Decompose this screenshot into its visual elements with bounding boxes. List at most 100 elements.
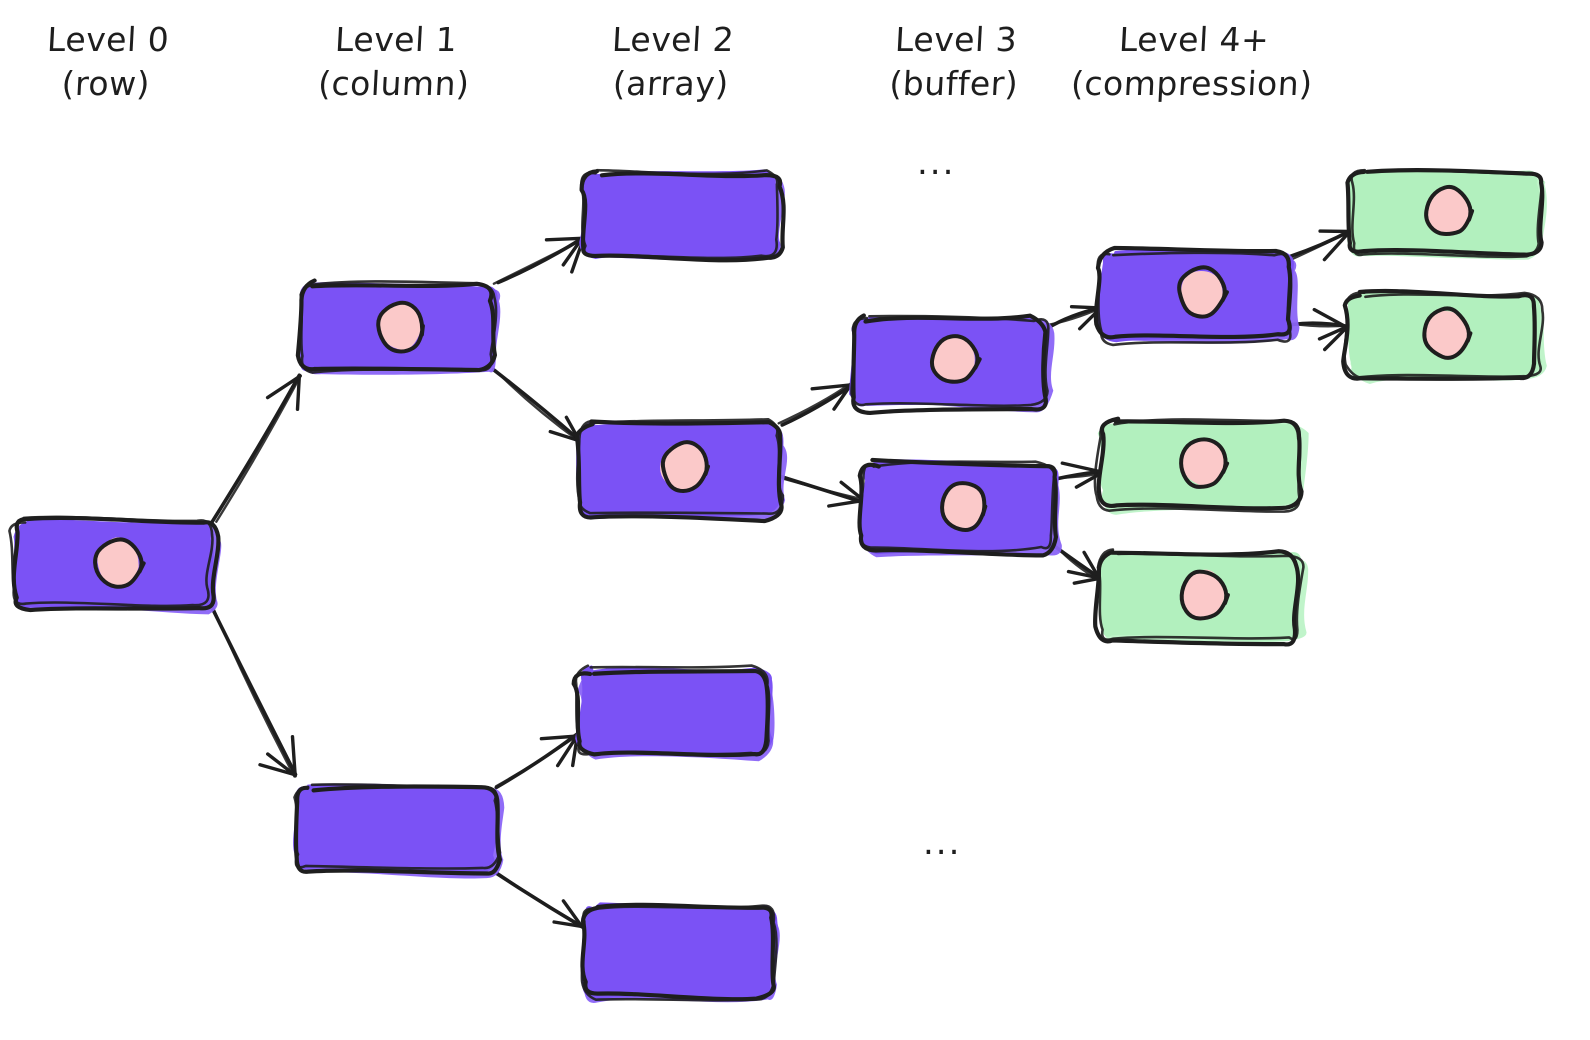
edge-arrowhead <box>265 374 302 400</box>
edge-line <box>781 477 865 501</box>
edge-arrowhead <box>561 899 584 928</box>
node-dot-outline <box>1422 306 1473 360</box>
edge-arrowhead <box>1323 325 1349 352</box>
node-outline <box>11 515 221 613</box>
node-dot-outline <box>93 537 146 589</box>
edge-e-l0-l1-bottom <box>210 603 298 778</box>
node-n-l1-top[interactable] <box>295 278 501 375</box>
edge-e-l4a-l4c <box>1290 307 1351 352</box>
edge-arrowhead <box>1312 307 1349 330</box>
node-outline <box>580 904 778 1002</box>
node-n-l1-bottom[interactable] <box>293 783 505 879</box>
node-dot-fill <box>1426 187 1473 237</box>
node-outline <box>850 314 1050 408</box>
node-dot-outline <box>929 334 982 384</box>
node-outline <box>574 419 784 524</box>
edges-layer <box>210 228 1353 929</box>
node-dot-fill <box>931 337 977 383</box>
node-dot-outline <box>1177 265 1229 319</box>
edge-arrowhead <box>1317 325 1349 341</box>
node-dot-fill <box>97 537 140 588</box>
node-dot-outline <box>660 440 710 493</box>
edge-arrowhead <box>810 382 856 391</box>
node-outline <box>574 664 771 756</box>
edge-arrowhead <box>290 735 297 778</box>
node-n-l4-b[interactable] <box>1345 168 1547 260</box>
edge-arrowhead <box>827 499 863 508</box>
node-outline <box>293 783 502 870</box>
node-n-l2-d[interactable] <box>580 902 780 1003</box>
node-dot-fill <box>1423 310 1472 360</box>
node-dot-fill <box>1180 271 1224 318</box>
edge-arrowhead <box>561 236 584 267</box>
node-outline <box>1093 418 1302 513</box>
node-dot-outline <box>376 300 425 354</box>
edge-line <box>492 238 583 285</box>
node-fill <box>579 169 780 260</box>
edge-arrowhead <box>1060 461 1101 474</box>
edge-e-l2b-l3bot <box>778 474 865 508</box>
edge-e-l0-l1-top <box>210 373 302 524</box>
node-outline <box>580 168 779 260</box>
node-outline <box>1096 548 1305 641</box>
node-outline <box>1350 168 1543 259</box>
node-outline <box>579 169 786 263</box>
edge-arrowhead <box>1322 228 1353 262</box>
node-dot-outline <box>1424 184 1475 236</box>
node-fill <box>575 665 774 757</box>
node-dot-outline <box>1179 569 1230 621</box>
edge-line <box>494 733 580 788</box>
ellipsis-top: ... <box>917 143 956 183</box>
node-n-l4-c[interactable] <box>1341 288 1547 384</box>
node-dot-fill <box>1181 569 1226 619</box>
node-n-l4-a[interactable] <box>1093 245 1300 347</box>
edge-e-l3top-l4a <box>1044 305 1103 331</box>
edge-e-l1bot-l2c <box>494 732 580 790</box>
edge-arrowhead <box>544 236 584 242</box>
edge-line <box>494 368 582 443</box>
node-n-l4-d[interactable] <box>1093 416 1309 515</box>
edge-line <box>1290 230 1352 261</box>
node-outline <box>857 460 1056 553</box>
node-dot-outline <box>940 481 988 533</box>
edge-e-l2b-l3top <box>777 381 856 427</box>
node-outline <box>1096 251 1292 347</box>
edge-line <box>210 373 302 524</box>
edge-e-l1top-l2a <box>492 235 587 285</box>
node-n-l0[interactable] <box>8 515 222 615</box>
node-n-l3-top[interactable] <box>849 313 1055 416</box>
nodes-layer <box>8 168 1547 1003</box>
node-dot-fill <box>941 483 986 530</box>
node-fill <box>293 783 500 872</box>
edge-arrowhead <box>539 734 580 741</box>
edge-e-l4a-l4b <box>1289 228 1353 262</box>
node-outline <box>299 280 498 374</box>
edge-arrowhead <box>839 480 864 501</box>
edge-arrowhead <box>1072 576 1101 585</box>
edge-arrowhead <box>832 381 854 411</box>
node-dot-fill <box>660 443 707 492</box>
edge-arrowhead <box>1082 550 1101 580</box>
edge-arrowhead <box>1066 569 1102 580</box>
node-n-l4-e[interactable] <box>1092 548 1309 647</box>
node-dot-fill <box>1181 437 1227 486</box>
node-n-l2-a[interactable] <box>579 168 786 263</box>
node-outline <box>8 515 214 608</box>
edge-arrowhead <box>548 429 582 443</box>
node-n-l2-b[interactable] <box>574 417 788 524</box>
edge-line <box>496 872 583 927</box>
edge-line <box>215 374 302 523</box>
edge-arrowhead <box>258 763 296 777</box>
edge-e-l1top-l2b <box>491 367 582 443</box>
ellipsis-bottom: ... <box>923 823 962 863</box>
node-outline <box>1092 549 1301 647</box>
edge-arrowhead <box>295 375 301 411</box>
node-dot-fill <box>379 302 423 350</box>
edge-arrowhead <box>552 920 583 928</box>
node-n-l3-bottom[interactable] <box>857 457 1062 558</box>
edge-e-l1bot-l2d <box>494 871 584 929</box>
edge-line <box>210 603 296 778</box>
node-n-l2-c[interactable] <box>571 664 775 762</box>
